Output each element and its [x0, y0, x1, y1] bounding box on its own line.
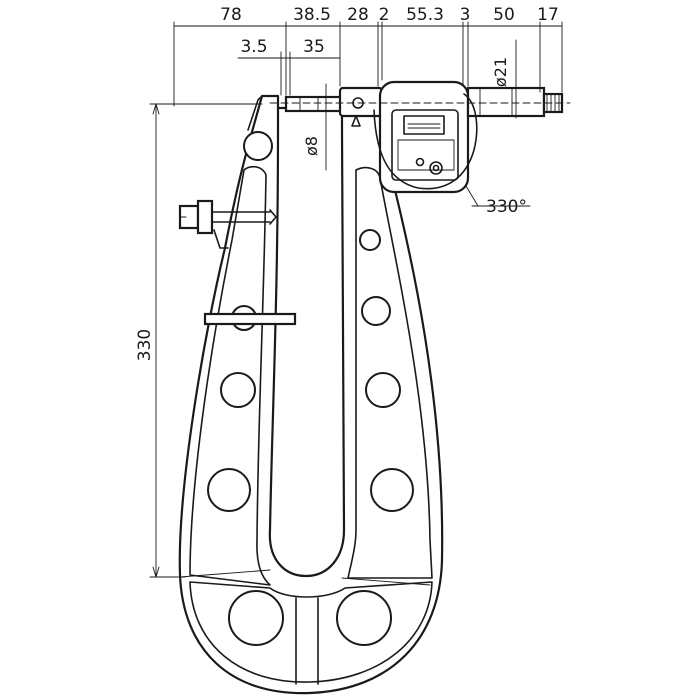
dim-3-5: 3.5 — [240, 37, 267, 57]
lock-lever — [351, 115, 361, 127]
hole — [365, 372, 401, 408]
dim-17: 17 — [537, 5, 559, 25]
dim-78: 78 — [220, 5, 242, 25]
rotation-arc — [373, 93, 478, 190]
dim-35: 35 — [303, 37, 325, 57]
hole — [228, 590, 284, 646]
holder-rod — [203, 312, 297, 326]
hole — [359, 229, 381, 251]
display-housing — [378, 80, 470, 194]
thimble — [466, 86, 546, 118]
dim-thimble-diameter: ø21 — [491, 57, 510, 87]
dim-spindle-diameter: ø8 — [302, 136, 321, 156]
dim-28: 28 — [347, 5, 369, 25]
button — [429, 161, 443, 175]
hole — [220, 372, 256, 408]
dim-2: 2 — [379, 5, 390, 25]
dim-3: 3 — [460, 5, 471, 25]
lcd-display — [403, 115, 445, 135]
dim-rotation-angle: 330° — [486, 197, 527, 217]
digital-head — [269, 80, 571, 194]
dim-55-3: 55.3 — [406, 5, 444, 25]
lightening-holes — [207, 229, 414, 646]
hole — [361, 296, 391, 326]
dim-38-5: 38.5 — [293, 5, 331, 25]
hole — [370, 468, 414, 512]
clamp-screws — [178, 199, 297, 326]
dim-330: 330 — [135, 329, 155, 361]
button — [415, 157, 425, 167]
dim-50: 50 — [493, 5, 515, 25]
thumb-screw — [196, 199, 214, 235]
dimension-labels: 78 38.5 28 2 55.3 3 50 17 3.5 35 330 ø8 … — [135, 5, 559, 361]
anvil-knob — [243, 131, 273, 161]
hole — [336, 590, 392, 646]
hole — [207, 468, 251, 512]
dimension-lines — [149, 21, 563, 578]
